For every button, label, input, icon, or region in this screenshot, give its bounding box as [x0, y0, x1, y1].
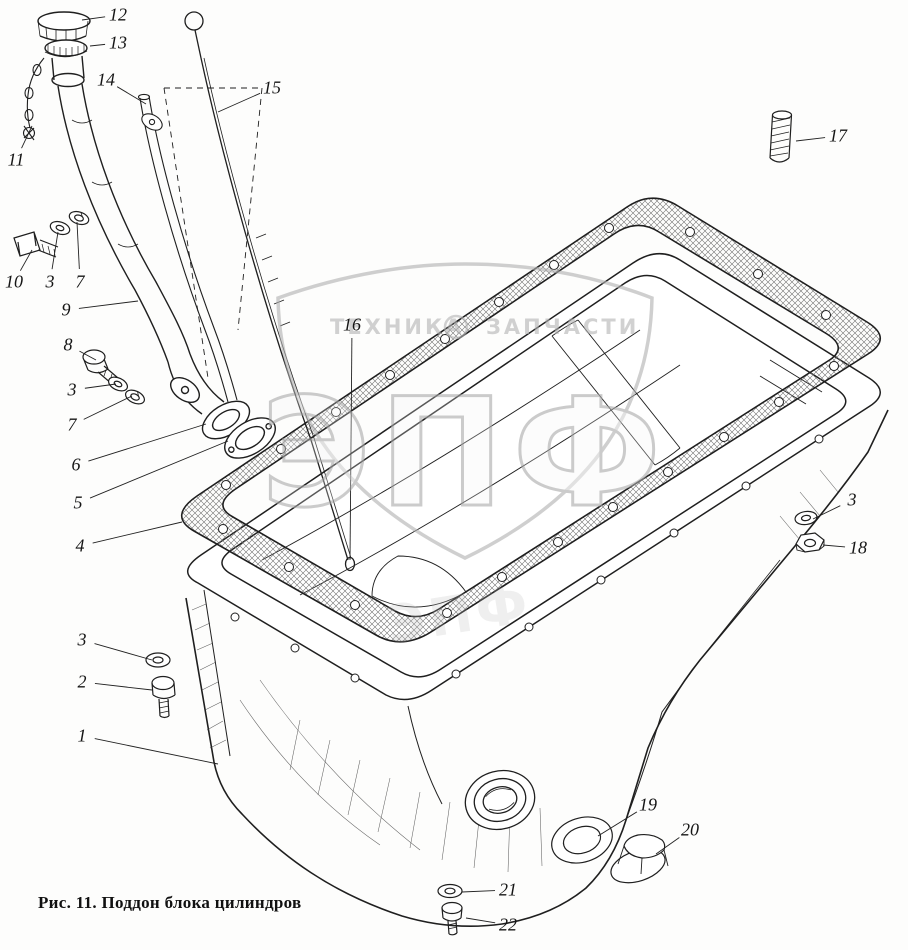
oil-pan: [185, 253, 889, 927]
watermark-word-right: ЗАПЧАСТИ: [486, 315, 639, 339]
washer-7a: [68, 210, 90, 226]
washer-21: [437, 883, 463, 899]
washer-19: [551, 816, 613, 864]
washer-3d: [145, 652, 171, 668]
bolt-10: [13, 231, 59, 258]
washer-7b: [124, 389, 146, 405]
stud-17: [769, 110, 793, 163]
dipstick-guide-tube: [137, 87, 263, 403]
washer-3c: [794, 510, 818, 526]
filler-cap: [37, 11, 91, 58]
bolt-2: [151, 675, 176, 719]
tube-flange: [201, 400, 276, 459]
nut-18: [795, 532, 825, 553]
watermark-word-left: ТЕХНИКА: [330, 315, 464, 339]
oil-filler-tube: [22, 11, 276, 459]
watermark-emblem: ЭПФ: [261, 367, 669, 541]
figure-caption: Рис. 11. Поддон блока цилиндров: [38, 893, 302, 912]
drain-boss: [464, 769, 536, 831]
washer-3a: [49, 220, 71, 236]
bolt-22: [441, 901, 463, 936]
pan-gasket: [180, 197, 882, 643]
watermark-shield: [276, 262, 654, 560]
drain-plug-20: [610, 833, 669, 884]
bolt-8: [82, 349, 119, 385]
washer-3b: [107, 376, 129, 392]
callout-leader-lines: [19, 16, 846, 924]
hardware: [13, 110, 825, 936]
cap-chain: [22, 57, 45, 141]
